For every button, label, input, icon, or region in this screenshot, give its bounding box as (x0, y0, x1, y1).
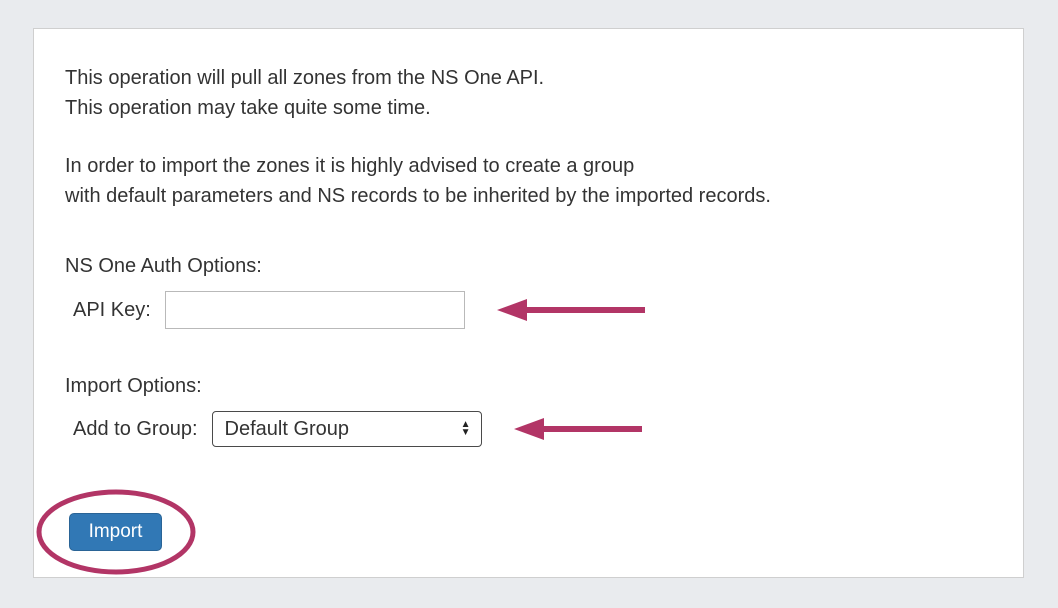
import-button[interactable]: Import (69, 513, 162, 551)
import-button-wrap: Import (36, 489, 196, 575)
advice-line-2: with default parameters and NS records t… (65, 185, 771, 207)
api-key-arrow-icon (496, 299, 645, 321)
group-select[interactable]: Default Group ▲ ▼ (211, 411, 482, 447)
advice-line-1: In order to import the zones it is highl… (65, 155, 635, 177)
select-updown-icon: ▲ ▼ (460, 419, 471, 438)
intro-line-1: This operation will pull all zones from … (65, 67, 545, 89)
advice-paragraph: In order to import the zones it is highl… (65, 151, 993, 211)
select-up-arrow-icon: ▲ (460, 419, 471, 430)
intro-paragraph: This operation will pull all zones from … (65, 63, 993, 123)
import-options-title: Import Options: (65, 375, 202, 397)
button-row: Import (36, 489, 993, 575)
api-key-input[interactable] (164, 291, 465, 329)
api-key-row: API Key: (73, 291, 993, 329)
intro-line-2: This operation may take quite some time. (65, 97, 431, 119)
add-to-group-label: Add to Group: (73, 417, 198, 440)
group-select-arrow-icon (513, 418, 642, 440)
group-select-value: Default Group (224, 417, 350, 440)
select-down-arrow-icon: ▼ (460, 427, 471, 438)
add-to-group-row: Add to Group: Default Group ▲ ▼ (73, 411, 993, 447)
import-zones-panel: This operation will pull all zones from … (33, 28, 1024, 578)
auth-options-title: NS One Auth Options: (65, 255, 262, 277)
api-key-label: API Key: (73, 298, 151, 321)
